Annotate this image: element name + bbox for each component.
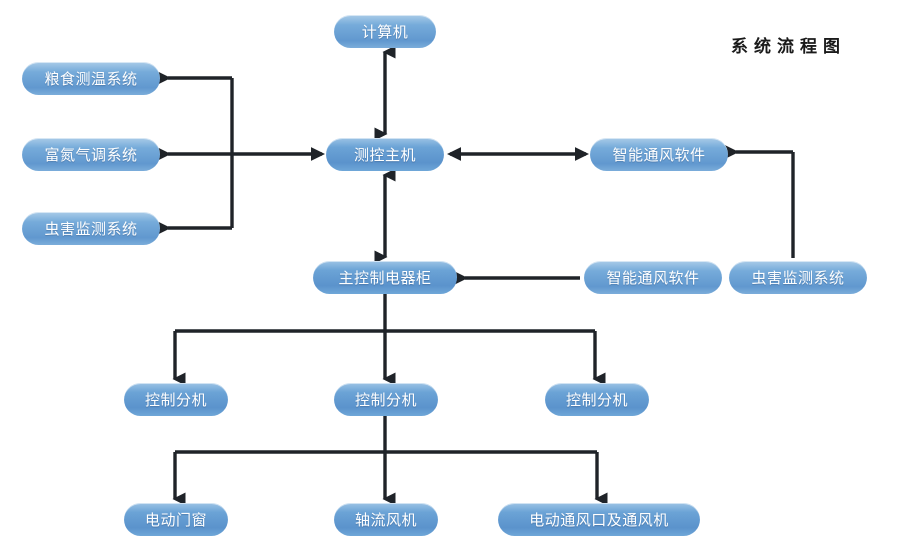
node-sub-ctrl-3[interactable]: 控制分机 xyxy=(545,383,649,416)
node-pest-right[interactable]: 虫害监测系统 xyxy=(729,261,867,294)
node-label: 控制分机 xyxy=(354,391,417,409)
node-nitrogen[interactable]: 富氮气调系统 xyxy=(22,138,160,171)
node-label: 虫害监测系统 xyxy=(751,269,845,287)
node-sub-ctrl-2[interactable]: 控制分机 xyxy=(334,383,438,416)
node-vent-software[interactable]: 智能通风软件 xyxy=(590,138,728,171)
node-label: 智能通风软件 xyxy=(606,269,700,287)
node-grain-temp[interactable]: 粮食测温系统 xyxy=(22,62,160,95)
page-title: 系统流程图 xyxy=(731,37,846,57)
node-label: 计算机 xyxy=(361,23,409,41)
node-main-cabinet[interactable]: 主控制电器柜 xyxy=(313,261,457,294)
node-label: 粮食测温系统 xyxy=(44,70,138,88)
node-motor-door[interactable]: 电动门窗 xyxy=(124,503,228,536)
node-computer[interactable]: 计算机 xyxy=(334,15,436,48)
node-label: 电动门窗 xyxy=(144,511,207,529)
node-pest-left[interactable]: 虫害监测系统 xyxy=(22,212,160,245)
node-label: 控制分机 xyxy=(144,391,207,409)
node-axial-fan[interactable]: 轴流风机 xyxy=(334,503,438,536)
node-label: 测控主机 xyxy=(353,146,416,164)
node-label: 电动通风口及通风机 xyxy=(529,511,669,529)
node-label: 智能通风软件 xyxy=(612,146,706,164)
node-vent-port-fan[interactable]: 电动通风口及通风机 xyxy=(498,503,700,536)
node-host[interactable]: 测控主机 xyxy=(326,138,444,171)
node-sub-ctrl-1[interactable]: 控制分机 xyxy=(124,383,228,416)
node-label: 主控制电器柜 xyxy=(338,269,432,287)
node-label: 轴流风机 xyxy=(354,511,417,529)
node-label: 虫害监测系统 xyxy=(44,220,138,238)
node-vent-software-2[interactable]: 智能通风软件 xyxy=(584,261,722,294)
node-label: 富氮气调系统 xyxy=(44,146,138,164)
node-label: 控制分机 xyxy=(565,391,628,409)
